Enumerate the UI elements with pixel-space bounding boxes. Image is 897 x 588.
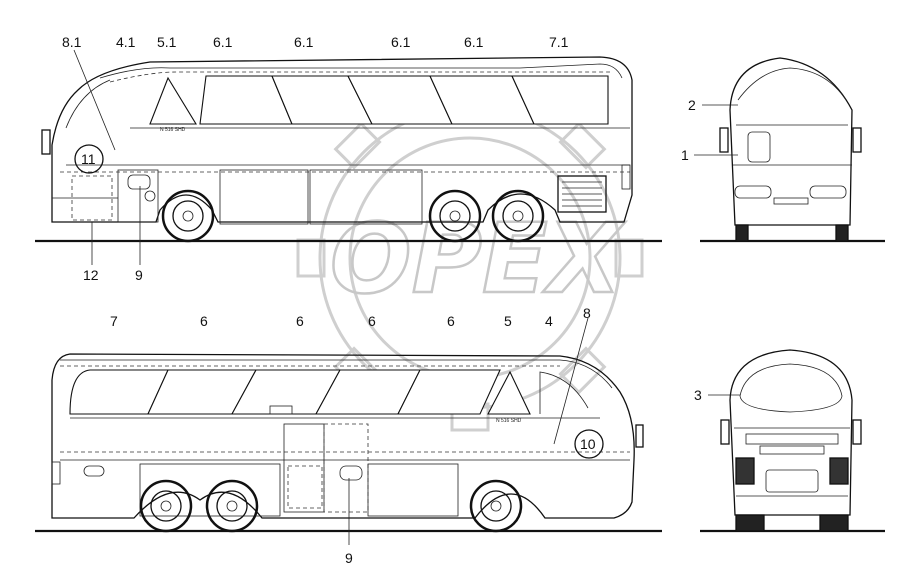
label-4: 4 [545, 313, 553, 329]
label-6.1-a: 6.1 [213, 34, 233, 50]
label-4.1: 4.1 [116, 34, 136, 50]
label-6.1-d: 6.1 [464, 34, 484, 50]
side-view-right: N 516 SHD 7 6 6 6 6 5 4 8 [35, 305, 885, 566]
label-8: 8 [583, 305, 591, 321]
label-10: 10 [580, 436, 596, 452]
label-5.1: 5.1 [157, 34, 177, 50]
label-6.1-b: 6.1 [294, 34, 314, 50]
wheel-rear-1 [428, 189, 482, 243]
label-6-b: 6 [296, 313, 304, 329]
wheel-rear-4 [205, 479, 259, 533]
label-5: 5 [504, 313, 512, 329]
wheel-front [161, 189, 215, 243]
label-11: 11 [81, 151, 96, 167]
window-5 [487, 370, 531, 415]
window-5.1 [149, 76, 197, 125]
front-view: 2 1 [681, 57, 862, 242]
rear-view: 3 [694, 349, 862, 532]
callout-circle-11 [74, 144, 104, 174]
label-3: 3 [694, 387, 702, 403]
model-badge-right: N 516 SHD [496, 418, 522, 424]
label-7.1: 7.1 [549, 34, 569, 50]
wheel-front-right [469, 479, 523, 533]
label-7: 7 [110, 313, 118, 329]
label-9-bottom: 9 [345, 550, 353, 566]
side-view-left: N 516 SHD 8.1 4.1 5.1 6.1 6.1 [35, 34, 885, 283]
label-6.1-c: 6.1 [391, 34, 411, 50]
model-badge-left: N 516 SHD [160, 127, 186, 133]
label-6-a: 6 [200, 313, 208, 329]
wheel-rear-2 [491, 189, 545, 243]
label-2: 2 [688, 97, 696, 113]
label-1: 1 [681, 147, 689, 163]
watermark-text: OPEX [330, 203, 626, 315]
label-12: 12 [83, 267, 99, 283]
label-9-top: 9 [135, 267, 143, 283]
label-6-d: 6 [447, 313, 455, 329]
callout-circle-10 [574, 429, 604, 459]
wheel-rear-3 [139, 479, 193, 533]
watermark: OPEX [296, 84, 644, 432]
label-6-c: 6 [368, 313, 376, 329]
label-8.1: 8.1 [62, 34, 82, 50]
